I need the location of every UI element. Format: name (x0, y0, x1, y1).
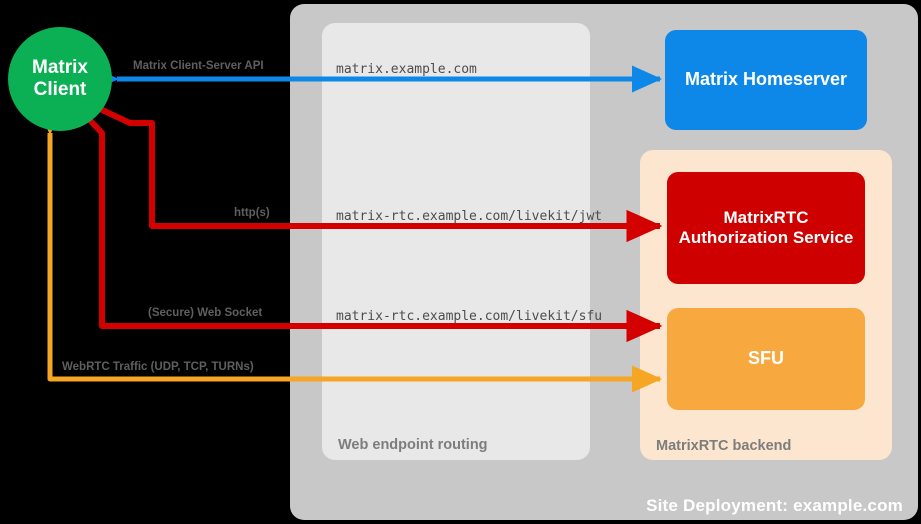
node-matrixrtc-authorization-service-label: MatrixRTC Authorization Service (678, 207, 854, 247)
endpoint-matrix-example-com: matrix.example.com (336, 62, 477, 77)
container-web-endpoint-routing (322, 23, 590, 460)
node-matrixrtc-authorization-service[interactable]: MatrixRTC Authorization Service (667, 172, 865, 284)
node-matrix-client-line2: Client (33, 79, 87, 100)
label-https: http(s) (234, 207, 270, 219)
node-matrix-homeserver-label: Matrix Homeserver (684, 69, 848, 90)
node-matrix-homeserver[interactable]: Matrix Homeserver (665, 30, 867, 130)
node-sfu-label: SFU (748, 348, 784, 369)
node-matrix-client[interactable]: Matrix Client (8, 27, 112, 131)
label-webrtc-traffic: WebRTC Traffic (UDP, TCP, TURNs) (62, 361, 254, 373)
site-deployment-label: Site Deployment: example.com (646, 496, 903, 515)
matrixrtc-backend-label: MatrixRTC backend (656, 438, 792, 454)
endpoint-livekit-jwt: matrix-rtc.example.com/livekit/jwt (336, 209, 603, 224)
node-matrix-client-line1: Matrix (32, 57, 88, 79)
web-endpoint-routing-label: Web endpoint routing (338, 437, 488, 453)
label-secure-web-socket: (Secure) Web Socket (148, 307, 263, 319)
label-matrix-client-server-api: Matrix Client-Server API (133, 60, 264, 72)
endpoint-livekit-sfu: matrix-rtc.example.com/livekit/sfu (336, 309, 603, 324)
node-sfu[interactable]: SFU (667, 308, 865, 410)
